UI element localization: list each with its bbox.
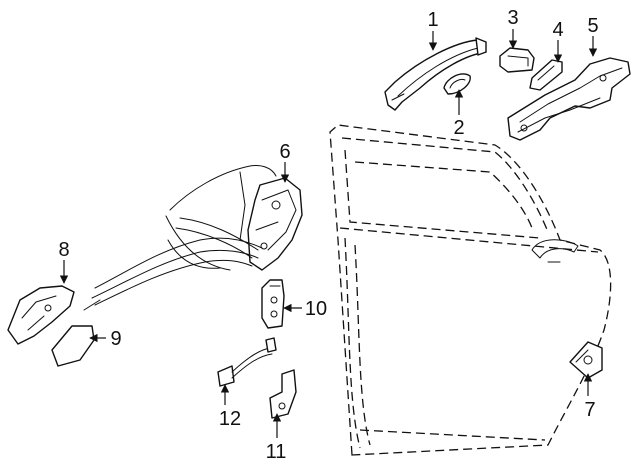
callout-10: 10 xyxy=(305,298,327,320)
part-11-bracket xyxy=(269,369,297,419)
part-9-cover-pad xyxy=(51,325,95,367)
callout-4: 4 xyxy=(552,19,563,41)
leader-lines xyxy=(59,29,598,438)
part-7-striker xyxy=(569,341,603,379)
part-4-handle-pad xyxy=(529,59,563,91)
part-5-handle-bracket xyxy=(507,57,631,141)
callout-8: 8 xyxy=(58,239,69,261)
callout-6: 6 xyxy=(279,141,290,163)
callout-2: 2 xyxy=(453,117,464,139)
rear-door-outline xyxy=(329,124,612,456)
part-2-gasket xyxy=(443,73,471,95)
callout-1: 1 xyxy=(427,9,438,31)
callout-7: 7 xyxy=(584,399,595,421)
part-10-bracket xyxy=(261,279,285,329)
part-12-rod xyxy=(217,337,277,387)
callout-3: 3 xyxy=(507,7,518,29)
part-6-door-lock-actuator xyxy=(83,165,303,311)
callout-5: 5 xyxy=(587,15,598,37)
part-8-inside-handle xyxy=(7,285,75,345)
part-1-outside-handle xyxy=(384,37,487,111)
callout-12: 12 xyxy=(219,408,241,430)
callout-9: 9 xyxy=(110,328,121,350)
part-3-handle-cap xyxy=(499,47,535,73)
callout-11: 11 xyxy=(266,441,287,463)
